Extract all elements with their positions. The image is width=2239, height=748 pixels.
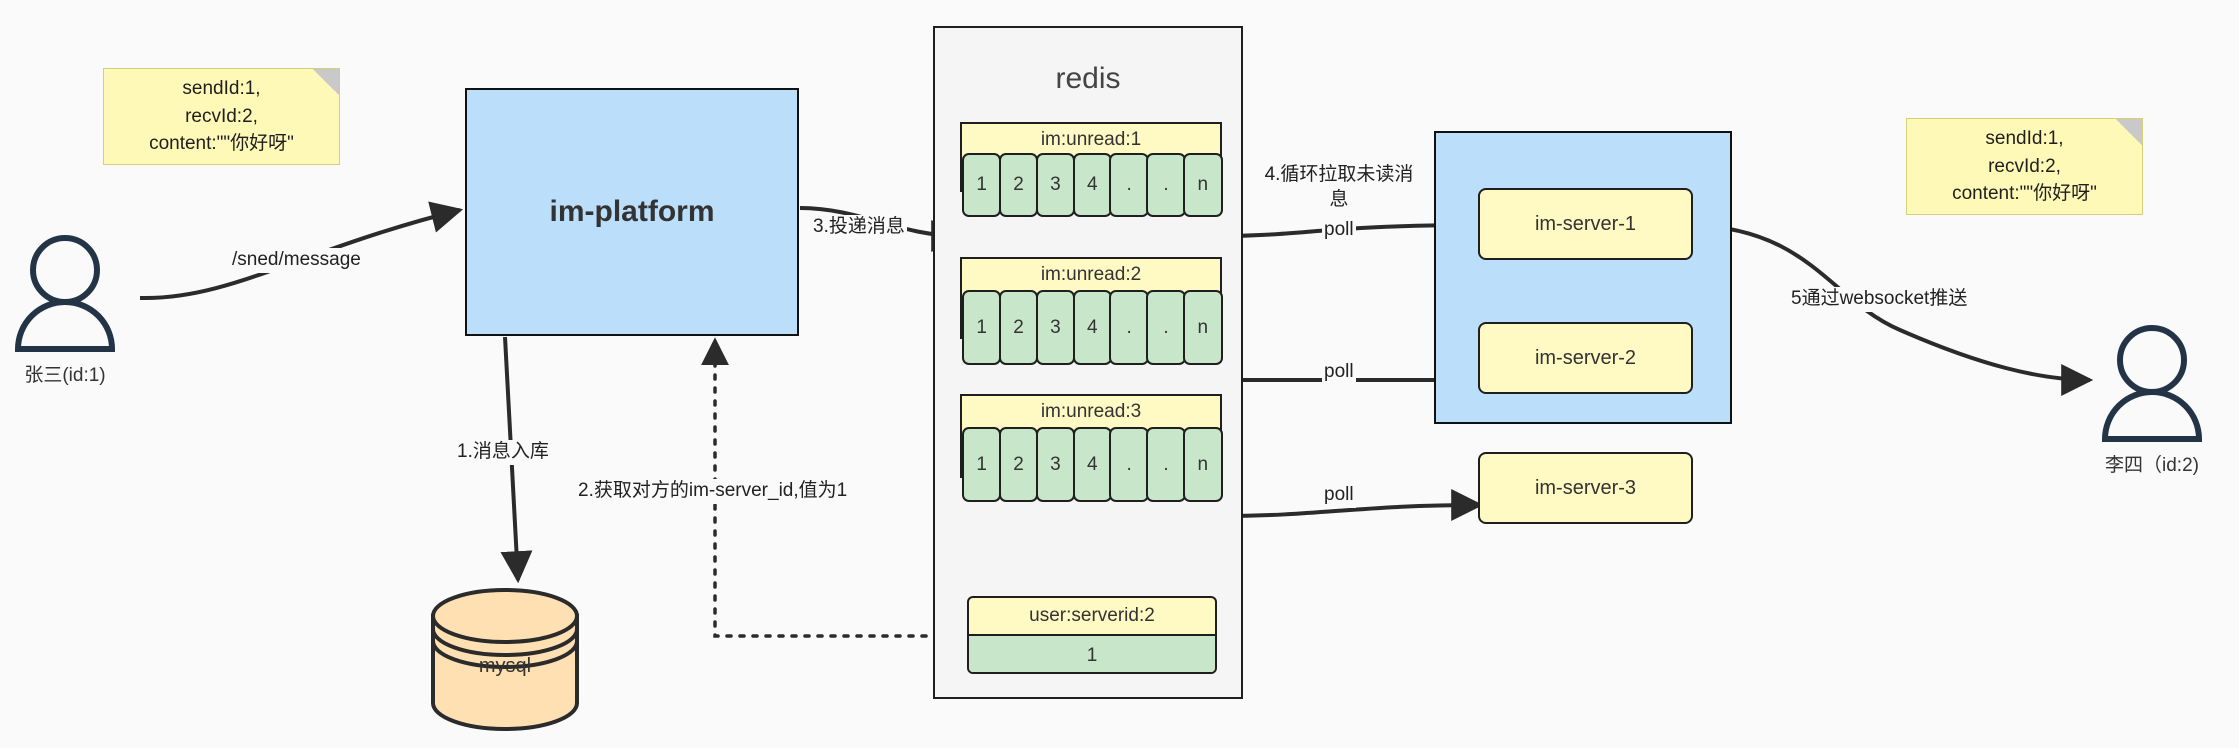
im-platform-label: im-platform	[549, 195, 715, 228]
receiver-label: 李四（id:2)	[2105, 455, 2199, 476]
list-cell: 1	[962, 427, 1002, 502]
list-cell: 4	[1072, 427, 1112, 502]
edge-label-step4: 4.循环拉取未读消 息	[1254, 163, 1424, 213]
list-cell: 3	[1035, 427, 1076, 502]
list-cell: .	[1146, 427, 1186, 502]
list-cell: 2	[998, 290, 1039, 365]
sender-avatar	[14, 235, 116, 352]
list-cell: 3	[1035, 290, 1076, 365]
sender-label: 张三(id:1)	[24, 365, 106, 386]
redis-list-cells-3: 1 2 3 4 . . n	[962, 427, 1223, 502]
edge-step2	[701, 337, 980, 638]
edge-label-step5: 5通过websocket推送	[1789, 287, 1970, 312]
list-cell: n	[1183, 427, 1223, 502]
redis-list-cells-2: 1 2 3 4 . . n	[962, 290, 1223, 365]
edge-poll-3	[1221, 489, 1484, 522]
list-cell: n	[1183, 153, 1223, 217]
note-fold-icon	[2116, 119, 2142, 145]
note-fold-icon	[313, 69, 339, 95]
receiver-avatar	[2101, 325, 2203, 442]
note-left-text: sendId:1, recvId:2, content:""你好呀"	[149, 78, 294, 155]
edge-step5	[1689, 223, 2094, 396]
edge-label-poll-3: poll	[1322, 483, 1356, 508]
list-cell: .	[1146, 290, 1186, 365]
list-cell: .	[1109, 290, 1149, 365]
list-cell: 2	[998, 427, 1039, 502]
list-cell: 4	[1072, 290, 1112, 365]
sticky-note-left: sendId:1, recvId:2, content:""你好呀"	[103, 68, 340, 165]
redis-list-key: im:unread:1	[1040, 129, 1142, 150]
edge-label-send-message: /sned/message	[230, 248, 363, 273]
list-cell: .	[1109, 427, 1149, 502]
mysql-cylinder	[431, 588, 579, 731]
im-platform-box[interactable]: im-platform	[465, 88, 799, 336]
list-cell: 2	[998, 153, 1039, 217]
redis-kv-value: 1	[969, 634, 1215, 672]
im-server-1-node[interactable]: im-server-1	[1478, 188, 1693, 260]
edge-label-step3: 3.投递消息	[811, 215, 907, 240]
redis-kv-user-serverid[interactable]: user:serverid:2 1	[967, 596, 1217, 674]
edge-label-poll-1: poll	[1322, 218, 1356, 243]
im-server-3-node[interactable]: im-server-3	[1478, 452, 1693, 524]
edge-label-step1: 1.消息入库	[455, 440, 551, 465]
redis-list-cells-1: 1 2 3 4 . . n	[962, 153, 1223, 217]
edge-label-step2: 2.获取对方的im-server_id,值为1	[576, 479, 850, 504]
mysql-label: mysql	[478, 655, 532, 677]
list-cell: .	[1109, 153, 1149, 217]
list-cell: 3	[1035, 153, 1076, 217]
list-cell: 4	[1072, 153, 1112, 217]
im-server-2-node[interactable]: im-server-2	[1478, 322, 1693, 394]
redis-kv-key: user:serverid:2	[1029, 605, 1155, 626]
sticky-note-right: sendId:1, recvId:2, content:""你好呀"	[1906, 118, 2143, 215]
redis-list-key: im:unread:2	[1040, 264, 1142, 285]
list-cell: 1	[962, 290, 1002, 365]
list-cell: 1	[962, 153, 1002, 217]
list-cell: n	[1183, 290, 1223, 365]
redis-title: redis	[1055, 62, 1121, 95]
edge-label-poll-2: poll	[1322, 360, 1356, 385]
note-right-text: sendId:1, recvId:2, content:""你好呀"	[1952, 128, 2097, 205]
list-cell: .	[1146, 153, 1186, 217]
redis-list-key: im:unread:3	[1040, 401, 1142, 422]
